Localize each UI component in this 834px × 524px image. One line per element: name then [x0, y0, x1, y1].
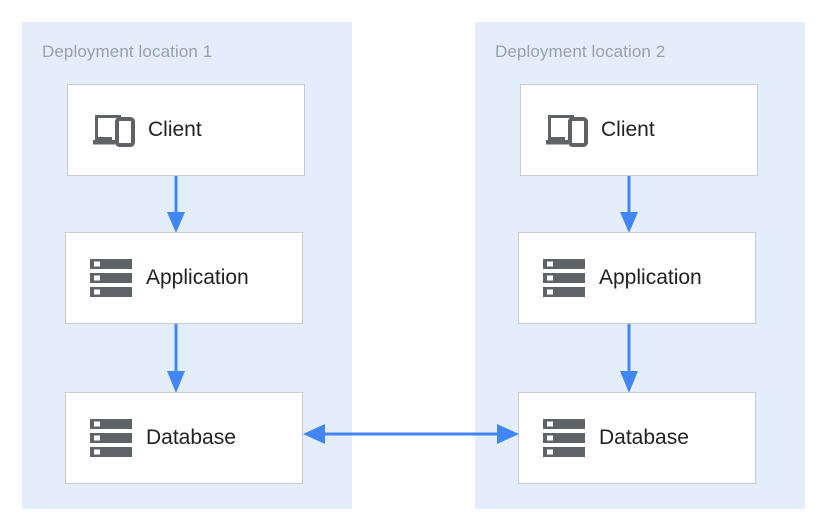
zone-1-title: Deployment location 1: [42, 42, 213, 61]
node-client-2-label: Client: [601, 118, 655, 141]
arrow-database-1-to-database-2-bidirectional: [303, 420, 519, 448]
server-rack-icon: [533, 257, 595, 299]
devices-icon: [82, 111, 144, 149]
node-client-2[interactable]: Client: [520, 84, 758, 176]
deployment-zone-1: Deployment location 1 Client: [22, 22, 352, 509]
node-client-1[interactable]: Client: [67, 84, 305, 176]
node-client-1-label: Client: [148, 118, 202, 141]
node-application-1-label: Application: [146, 266, 249, 289]
node-application-1[interactable]: Application: [65, 232, 303, 324]
server-rack-icon: [80, 417, 142, 459]
node-application-2[interactable]: Application: [518, 232, 756, 324]
devices-icon: [535, 111, 597, 149]
arrow-client-2-to-application-2: [617, 176, 641, 234]
node-application-2-label: Application: [599, 266, 702, 289]
node-database-2[interactable]: Database: [518, 392, 756, 484]
zone-2-title: Deployment location 2: [495, 42, 666, 61]
node-database-1[interactable]: Database: [65, 392, 303, 484]
server-rack-icon: [80, 257, 142, 299]
arrow-application-2-to-database-2: [617, 324, 641, 394]
node-database-1-label: Database: [146, 426, 236, 449]
server-rack-icon: [533, 417, 595, 459]
arrow-application-1-to-database-1: [164, 324, 188, 394]
arrow-client-1-to-application-1: [164, 176, 188, 234]
deployment-zone-2: Deployment location 2 Client: [475, 22, 805, 509]
node-database-2-label: Database: [599, 426, 689, 449]
